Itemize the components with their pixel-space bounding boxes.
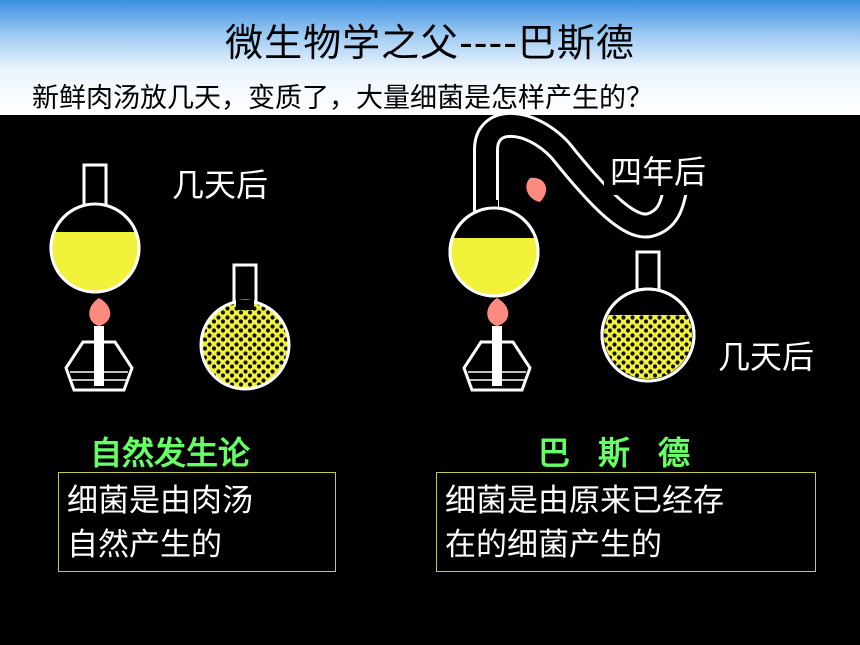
- left-burner: [64, 298, 134, 392]
- right-spoiled-flask: [600, 250, 696, 383]
- left-heated-flask: [49, 163, 141, 294]
- label-after-days-left: 几天后: [172, 166, 269, 204]
- swan-neck-flask: [448, 111, 688, 298]
- flame-icon: [89, 298, 111, 326]
- left-spoiled-flask: [199, 263, 291, 391]
- label-four-years: 四年后: [604, 145, 713, 195]
- claim-left-line2: 自然产生的: [67, 527, 222, 563]
- claim-left-line1: 细菌是由肉汤: [67, 483, 253, 519]
- right-burner: [462, 298, 532, 392]
- theory-pasteur: 巴斯德: [538, 434, 719, 472]
- flame-icon: [526, 177, 547, 202]
- theory-spontaneous-generation: 自然发生论: [90, 434, 251, 472]
- question-text: 新鲜肉汤放几天，变质了，大量细菌是怎样产生的？: [32, 83, 653, 114]
- header-band: 微生物学之父----巴斯德 新鲜肉汤放几天，变质了，大量细菌是怎样产生的？: [0, 0, 860, 115]
- slide-title: 微生物学之父----巴斯德: [225, 21, 635, 65]
- claim-box-left: 细菌是由肉汤 自然产生的: [58, 472, 336, 572]
- flame-icon: [487, 298, 509, 326]
- label-after-days-right: 几天后: [712, 330, 821, 380]
- claim-right-line2: 在的细菌产生的: [445, 527, 662, 563]
- claim-right-line1: 细菌是由原来已经存: [445, 483, 724, 519]
- claim-box-right: 细菌是由原来已经存 在的细菌产生的: [436, 472, 816, 572]
